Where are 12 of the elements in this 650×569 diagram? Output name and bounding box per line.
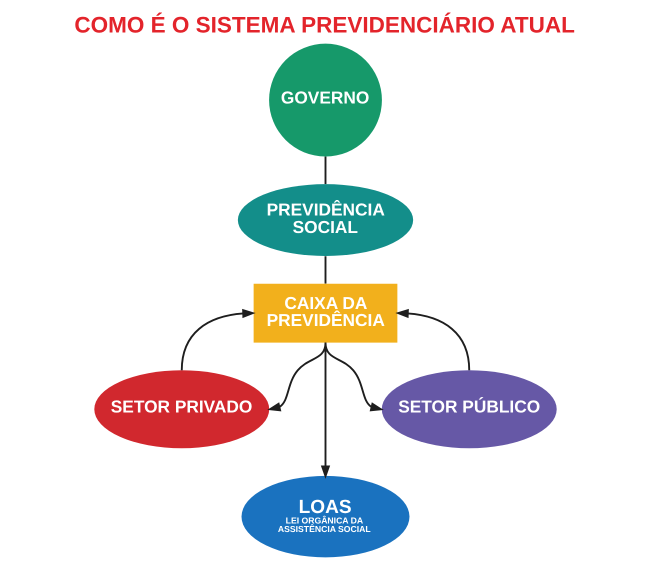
node-ellipse: SETOR PRIVADO bbox=[94, 370, 269, 448]
diagram-title: COMO É O SISTEMA PREVIDENCIÁRIO ATUAL bbox=[74, 12, 574, 38]
node-ellipse: PREVIDÊNCIA SOCIAL bbox=[237, 184, 413, 256]
connector bbox=[324, 256, 326, 284]
node-ellipse: SETOR PÚBLICO bbox=[381, 370, 556, 448]
node-circle: GOVERNO bbox=[268, 44, 382, 156]
arrow bbox=[180, 308, 256, 370]
arrow bbox=[394, 308, 470, 370]
arrow bbox=[320, 342, 330, 479]
node-box: CAIXA DA PREVIDÊNCIA bbox=[253, 284, 397, 343]
node-ellipse: LOAS LEI ORGÂNICA DA ASSISTÊNCIA SOCIAL bbox=[241, 476, 409, 558]
connector bbox=[324, 156, 326, 184]
